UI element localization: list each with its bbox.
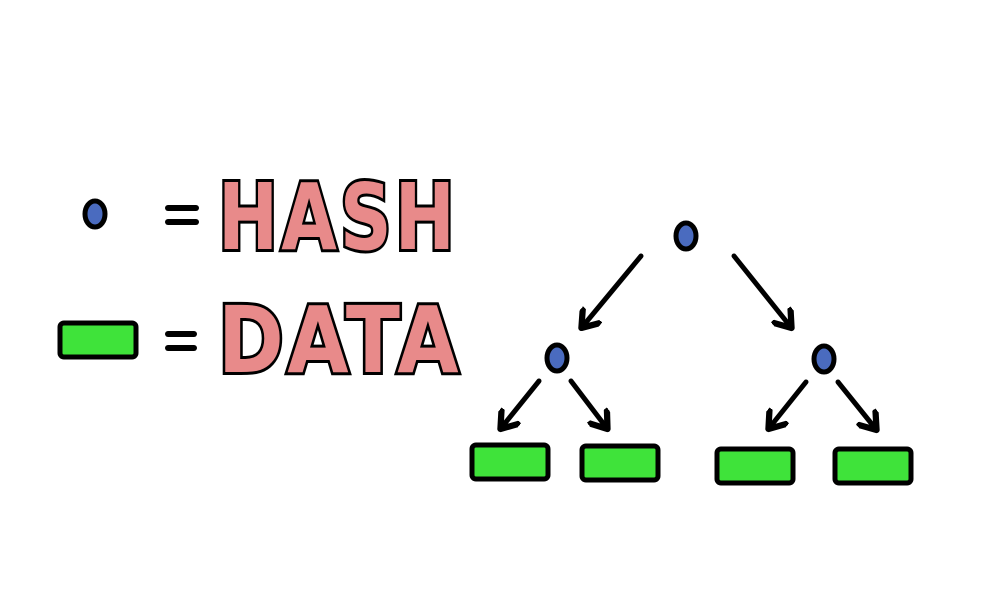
arrow-icon — [770, 379, 809, 427]
hash-node-right — [811, 343, 837, 375]
arrow-icon — [583, 253, 644, 326]
data-block-3 — [714, 446, 796, 486]
merkle-tree — [469, 220, 914, 486]
data-block-2 — [579, 443, 661, 483]
legend-data: DATA — [57, 284, 462, 397]
data-label: DATA — [218, 287, 462, 394]
data-block-1 — [469, 442, 551, 482]
arrow-icon — [731, 253, 790, 326]
hash-label: HASH — [218, 164, 458, 271]
equals-sign-icon — [165, 331, 197, 351]
data-block-4 — [832, 446, 914, 486]
arrow-icon — [568, 378, 606, 427]
root-hash-node — [673, 220, 699, 252]
hash-node-icon — [82, 198, 108, 230]
hash-node-left — [544, 342, 570, 374]
arrow-icon — [502, 378, 542, 427]
legend-hash: HASH — [82, 161, 458, 274]
equals-sign-icon — [165, 205, 199, 225]
data-block-icon — [57, 320, 139, 360]
arrow-icon — [835, 379, 875, 428]
